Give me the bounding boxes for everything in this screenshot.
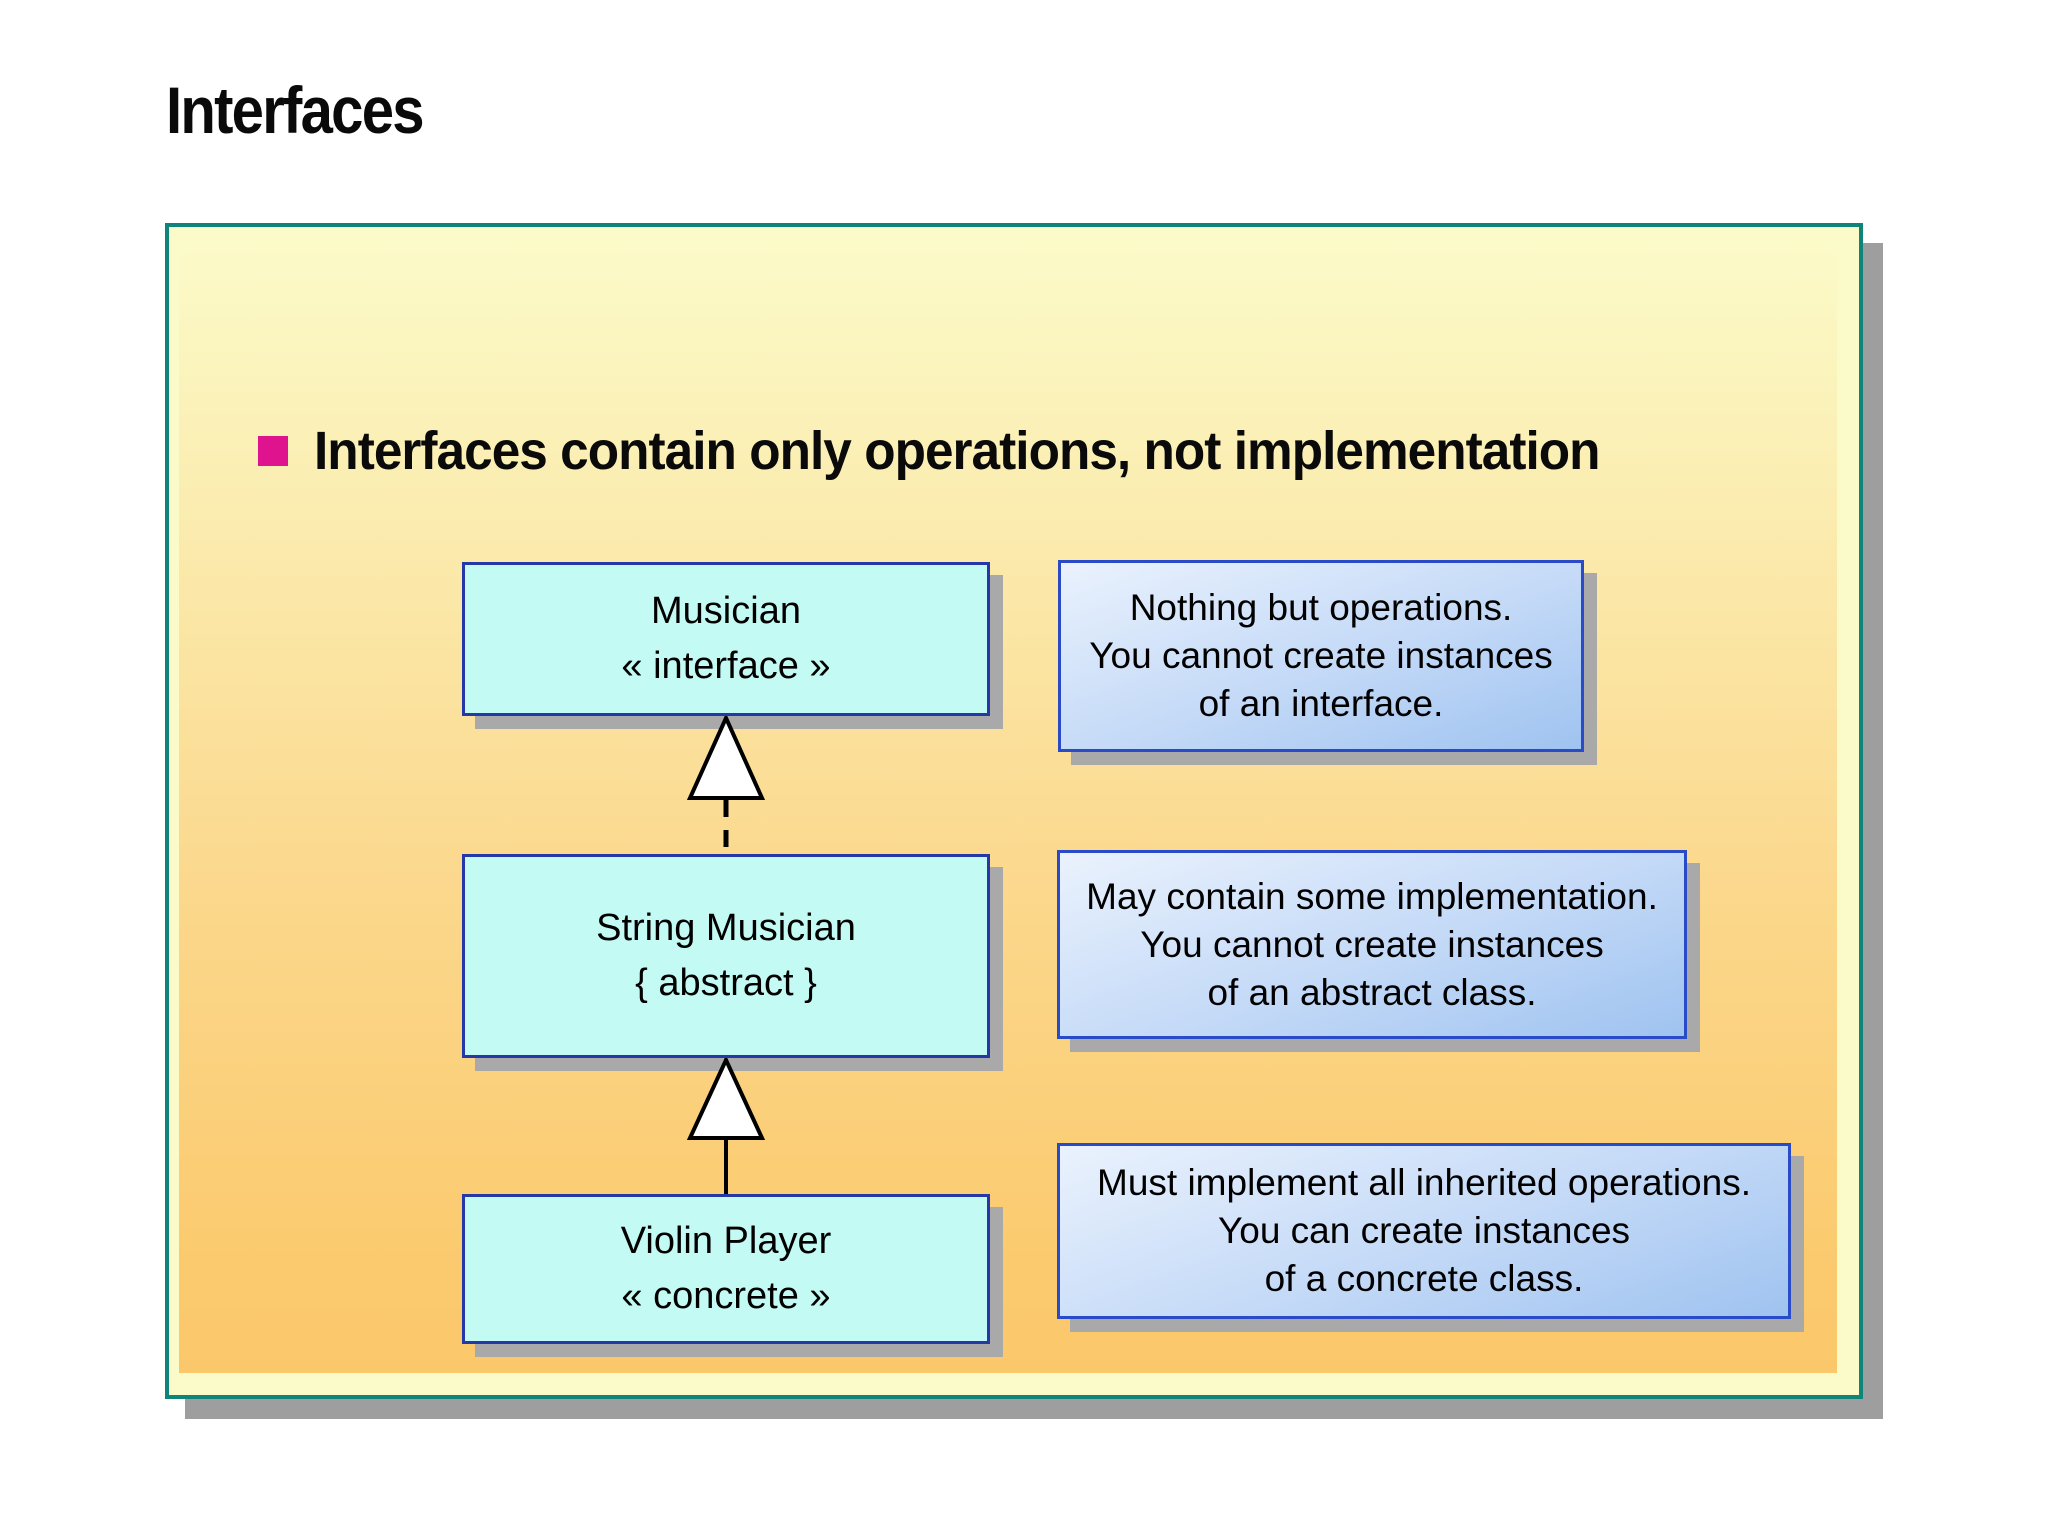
generalization-arrow bbox=[686, 1058, 766, 1194]
note-abstract: May contain some implementation. You can… bbox=[1057, 850, 1687, 1039]
bullet-item: Interfaces contain only operations, not … bbox=[258, 420, 1858, 482]
class-name: Musician bbox=[651, 590, 801, 632]
note-line: You cannot create instances bbox=[1140, 923, 1604, 965]
slide-title: Interfaces bbox=[166, 73, 425, 147]
class-stereotype: { abstract } bbox=[635, 962, 817, 1004]
class-box-string-musician: String Musician { abstract } bbox=[462, 854, 990, 1058]
bullet-square-icon bbox=[258, 436, 288, 466]
hollow-triangle-icon bbox=[686, 716, 766, 800]
class-name: String Musician bbox=[596, 907, 856, 949]
note-line: of a concrete class. bbox=[1264, 1258, 1584, 1299]
class-box-musician: Musician « interface » bbox=[462, 562, 990, 716]
note-line: May contain some implementation. bbox=[1086, 875, 1658, 917]
note-interface: Nothing but operations. You cannot creat… bbox=[1058, 560, 1584, 752]
note-line: of an abstract class. bbox=[1207, 971, 1537, 1013]
class-box-violin-player: Violin Player « concrete » bbox=[462, 1194, 990, 1344]
content-panel bbox=[165, 223, 1863, 1399]
bullet-text: Interfaces contain only operations, not … bbox=[314, 421, 1600, 481]
note-line: You cannot create instances bbox=[1089, 635, 1553, 676]
note-line: You can create instances bbox=[1217, 1210, 1631, 1251]
note-concrete: Must implement all inherited operations.… bbox=[1057, 1143, 1791, 1319]
hollow-triangle-icon bbox=[686, 1058, 766, 1140]
class-name: Violin Player bbox=[620, 1220, 832, 1262]
realization-arrow bbox=[686, 716, 766, 854]
class-stereotype: « interface » bbox=[621, 645, 831, 687]
note-line: of an interface. bbox=[1198, 683, 1444, 724]
note-line: Must implement all inherited operations. bbox=[1097, 1162, 1751, 1203]
note-line: Nothing but operations. bbox=[1129, 587, 1513, 628]
class-stereotype: « concrete » bbox=[621, 1275, 831, 1317]
